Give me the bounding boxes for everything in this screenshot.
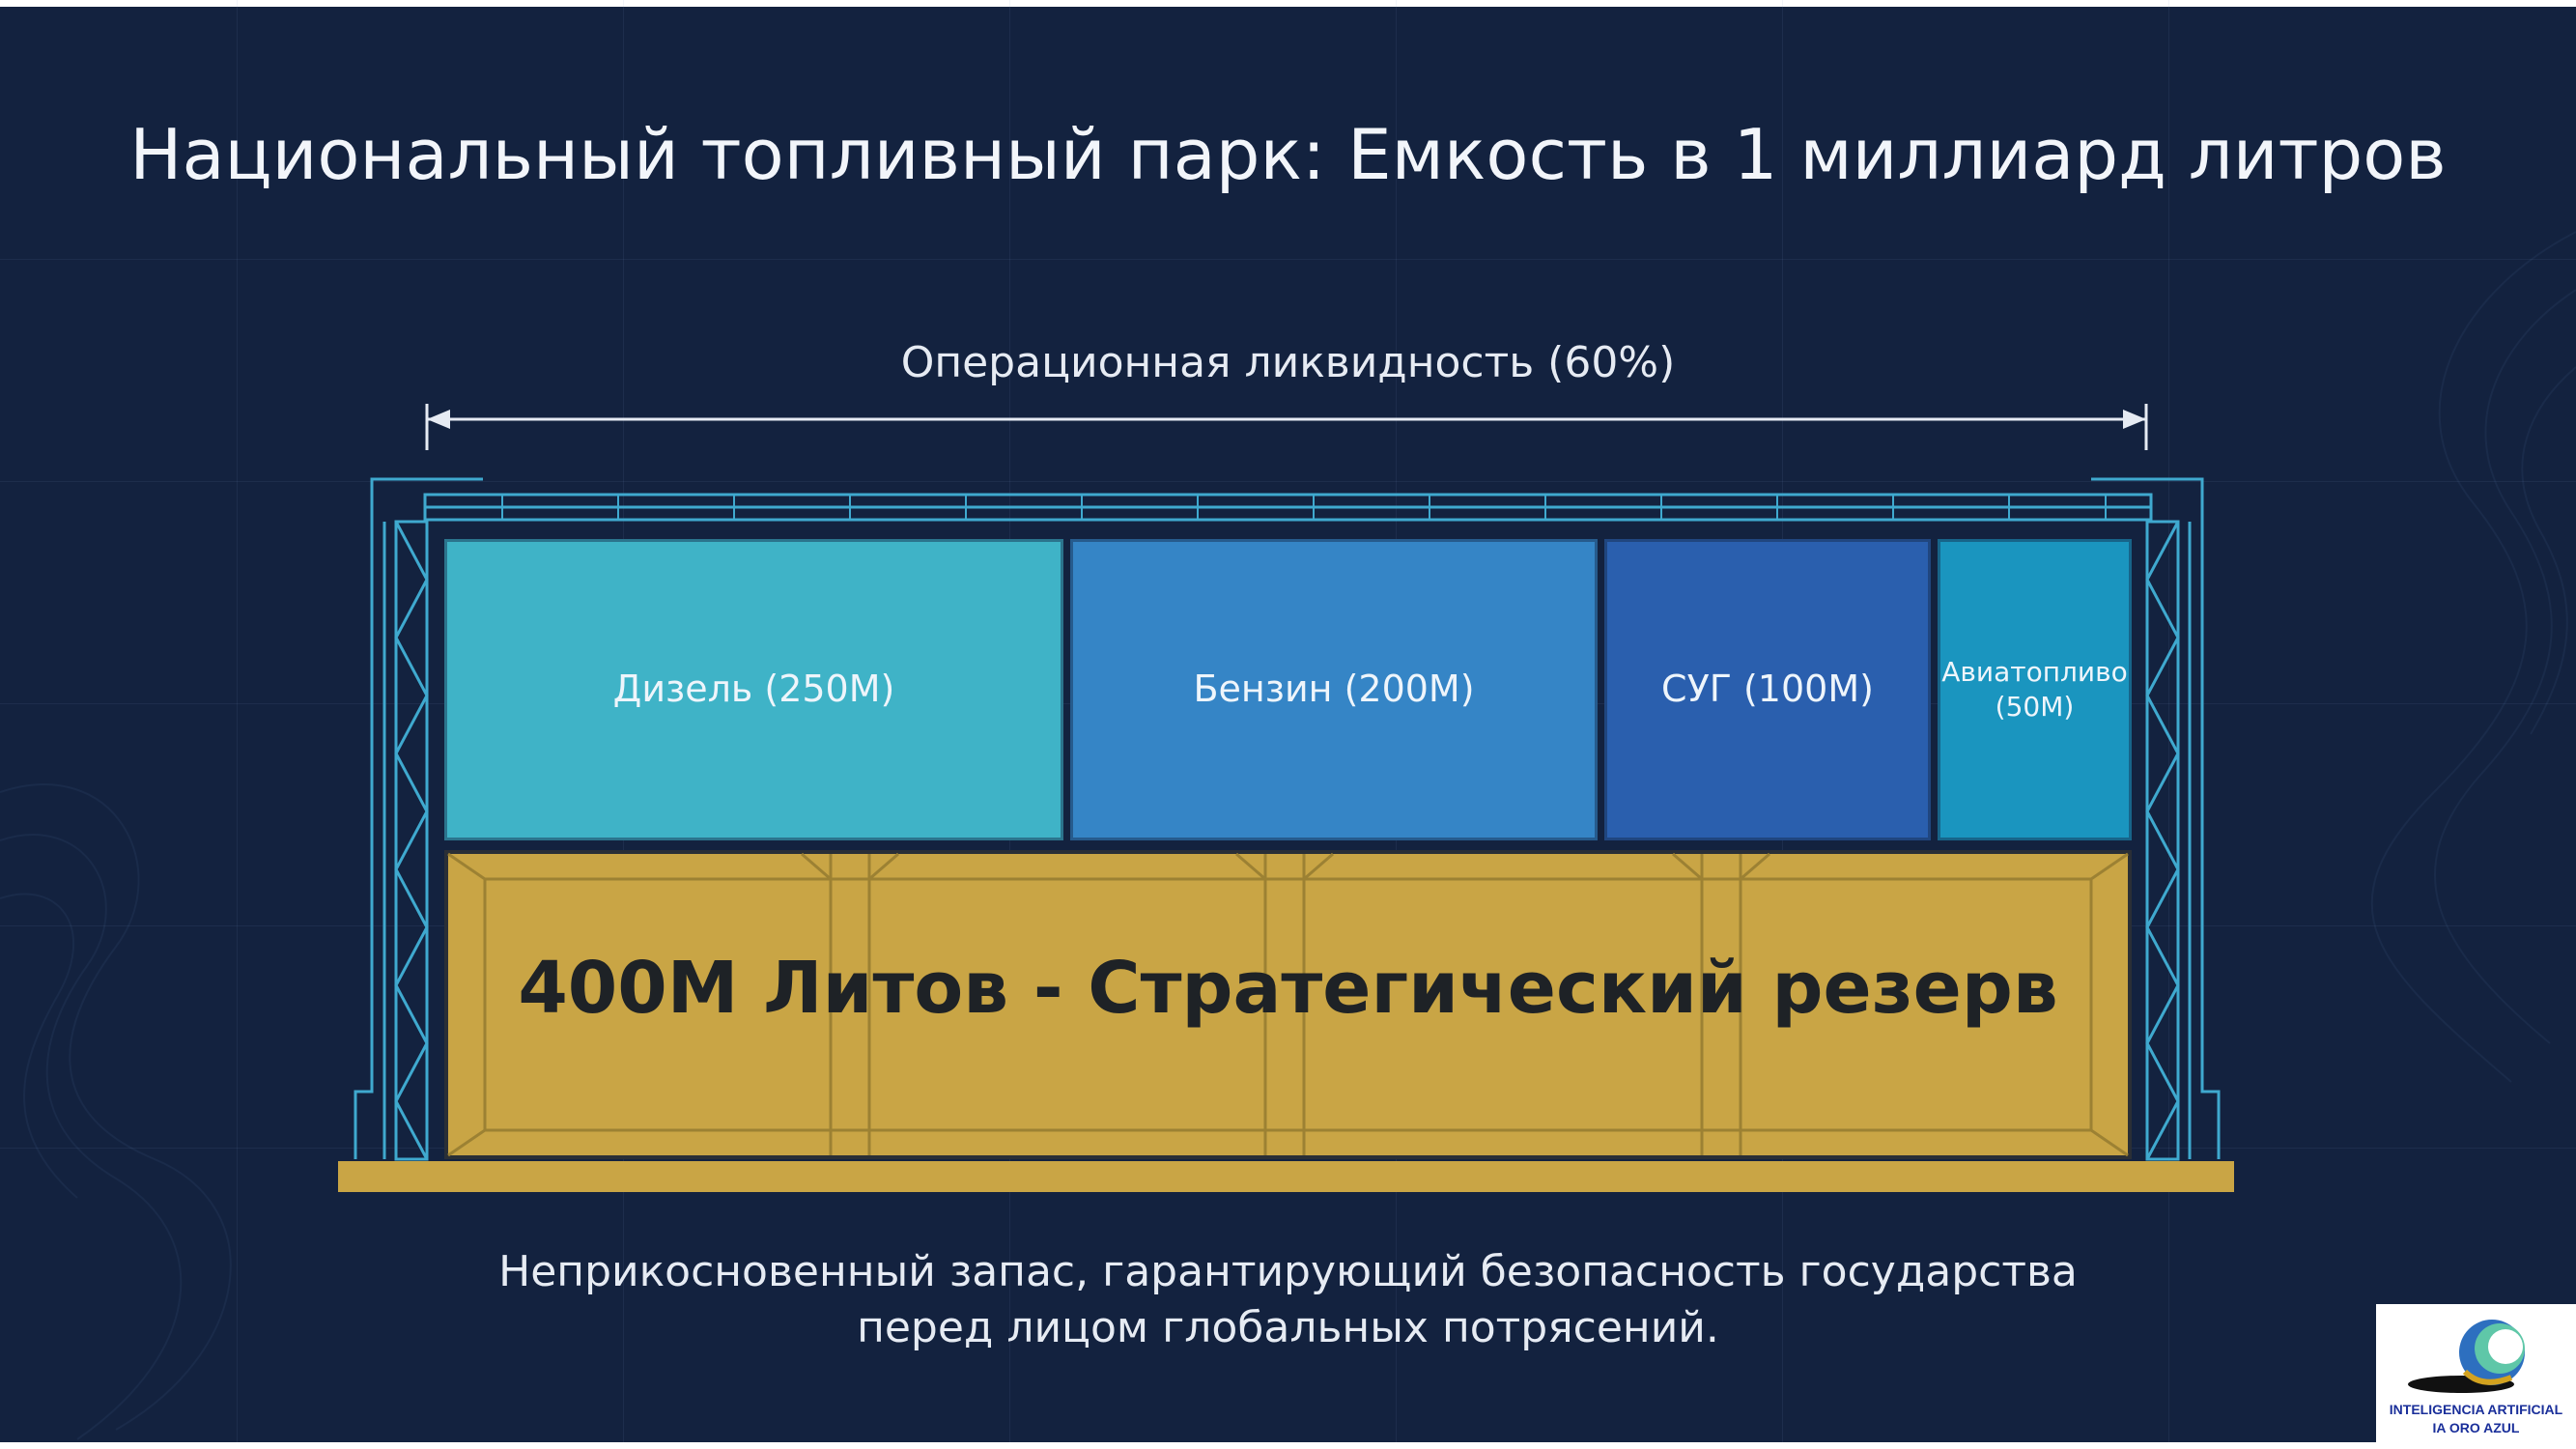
bottom-border bbox=[0, 1442, 2576, 1449]
logo-emblem-icon bbox=[2408, 1320, 2525, 1393]
logo-line-2: IA ORO AZUL bbox=[2432, 1420, 2520, 1435]
tank-jet-fuel: Авиатопливо(50M) bbox=[1938, 539, 2132, 840]
tank-jet-fuel-label: Авиатопливо(50M) bbox=[1941, 655, 2128, 723]
tank-lpg-label: СУГ (100M) bbox=[1661, 668, 1874, 711]
tank-gasoline-label: Бензин (200M) bbox=[1193, 668, 1475, 711]
logo-line-1: INTELIGENCIA ARTIFICIAL bbox=[2389, 1402, 2563, 1417]
tank-diesel: Дизель (250M) bbox=[444, 539, 1063, 840]
strategic-reserve-tank bbox=[444, 850, 2132, 1159]
grid-line bbox=[0, 481, 2576, 482]
tank-gasoline: Бензин (200M) bbox=[1070, 539, 1598, 840]
top-border bbox=[0, 0, 2576, 7]
caption-line-1: Неприкосновенный запас, гарантирующий бе… bbox=[498, 1247, 2078, 1296]
tank-diesel-label: Дизель (250M) bbox=[612, 668, 895, 711]
ia-oro-azul-logo: INTELIGENCIA ARTIFICIAL IA ORO AZUL bbox=[2376, 1304, 2576, 1442]
strategic-reserve-label: 400M Литов - Стратегический резерв bbox=[518, 947, 2058, 1030]
logo-text: INTELIGENCIA ARTIFICIAL IA ORO AZUL bbox=[2376, 1401, 2576, 1437]
page-title: Национальный топливный парк: Емкость в 1… bbox=[129, 114, 2447, 195]
tank-base-platform bbox=[338, 1161, 2234, 1192]
caption: Неприкосновенный запас, гарантирующий бе… bbox=[0, 1244, 2576, 1356]
grid-line bbox=[0, 259, 2576, 260]
grid-line bbox=[237, 0, 238, 1449]
caption-line-2: перед лицом глобальных потрясений. bbox=[857, 1303, 1719, 1352]
grid-line bbox=[2168, 0, 2169, 1449]
tank-lpg: СУГ (100M) bbox=[1604, 539, 1931, 840]
liquidity-label: Операционная ликвидность (60%) bbox=[900, 338, 1676, 387]
